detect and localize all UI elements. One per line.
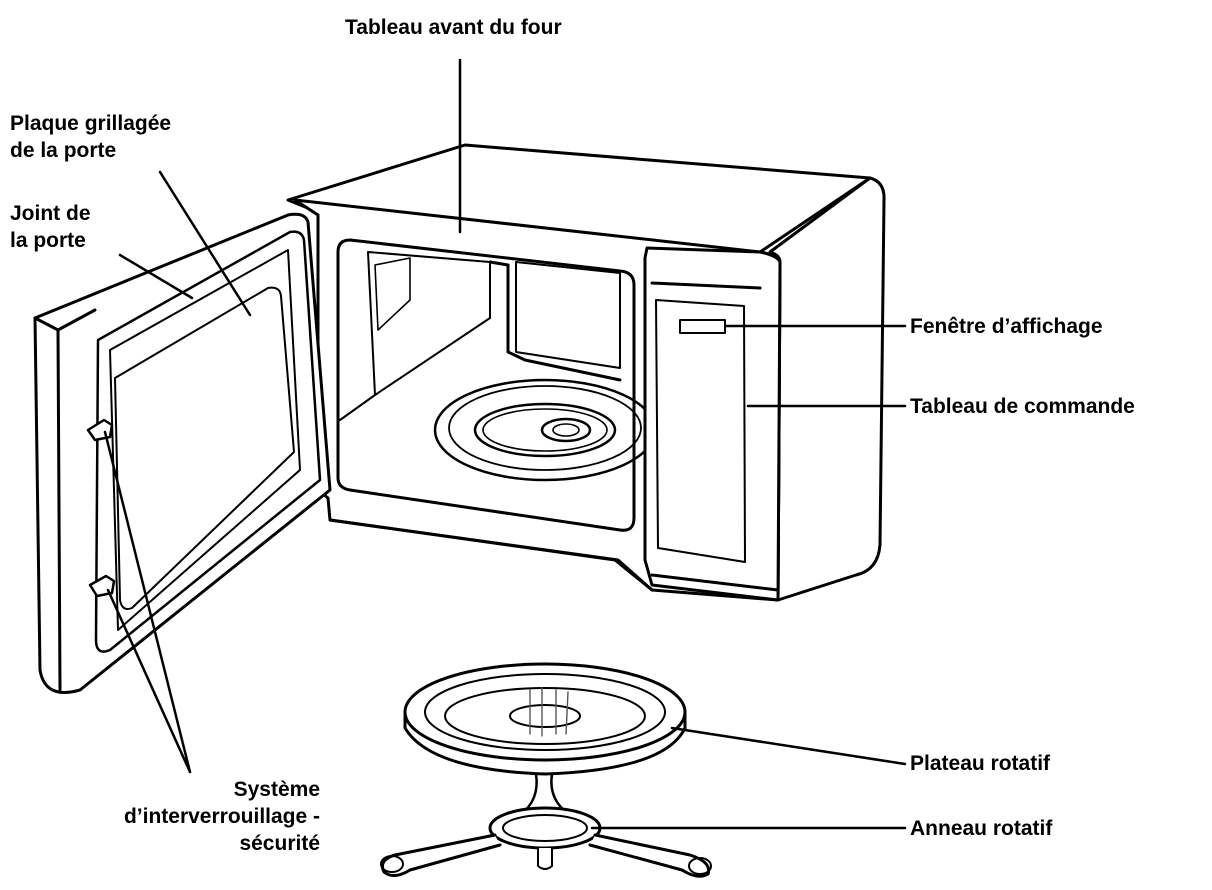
label-rotating-ring: Anneau rotatif [910,817,1053,840]
leader-lines [103,58,907,830]
oven-cavity [336,238,657,532]
label-turntable: Plateau rotatif [910,752,1051,775]
label-display-window: Fenêtre d’affichage [910,315,1103,338]
label-oven-front-panel: Tableau avant du four [345,16,562,39]
control-panel-shape [643,246,782,602]
leader-mesh-plate [158,170,252,317]
leader-door-seal [118,253,194,300]
leader-interlock-top [103,430,192,774]
label-door-seal: Joint de la porte [10,202,91,252]
rotating-ring [380,772,712,878]
oven-door [33,212,332,694]
label-control-panel: Tableau de commande [910,395,1135,418]
label-door-mesh-plate: Plaque grillagée de la porte [10,112,172,162]
turntable-plate [403,662,687,776]
leader-interlock-bottom [106,588,192,774]
leader-turntable [670,726,907,766]
label-safety-interlock: Système d’interverrouillage - sécurité [123,778,320,855]
